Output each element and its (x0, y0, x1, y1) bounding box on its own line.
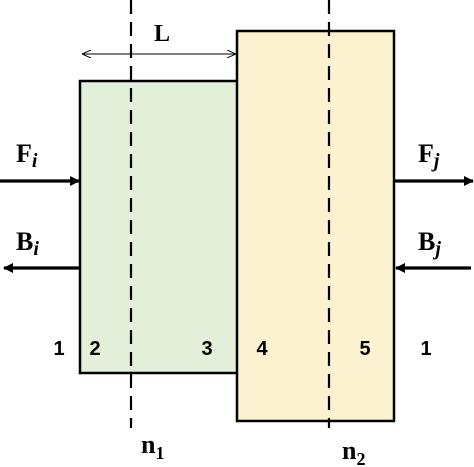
surface-number-outer-left: 1 (53, 338, 64, 360)
n1-label: n1 (141, 430, 164, 463)
b-j-label: Bj (418, 227, 441, 260)
b-i-label: Bi (16, 227, 39, 260)
f-j-label: Fj (418, 139, 440, 172)
n2-label: n2 (342, 436, 365, 467)
surface-number-4: 4 (256, 338, 268, 360)
surface-number-5: 5 (359, 338, 370, 360)
dimension-label: L (154, 21, 170, 47)
surface-number-outer-right: 1 (420, 338, 431, 360)
surface-number-2: 2 (89, 338, 100, 360)
right-block (235, 29, 396, 423)
surface-number-3: 3 (201, 338, 212, 360)
f-i-label: Fi (16, 139, 38, 172)
left-block (78, 79, 240, 375)
